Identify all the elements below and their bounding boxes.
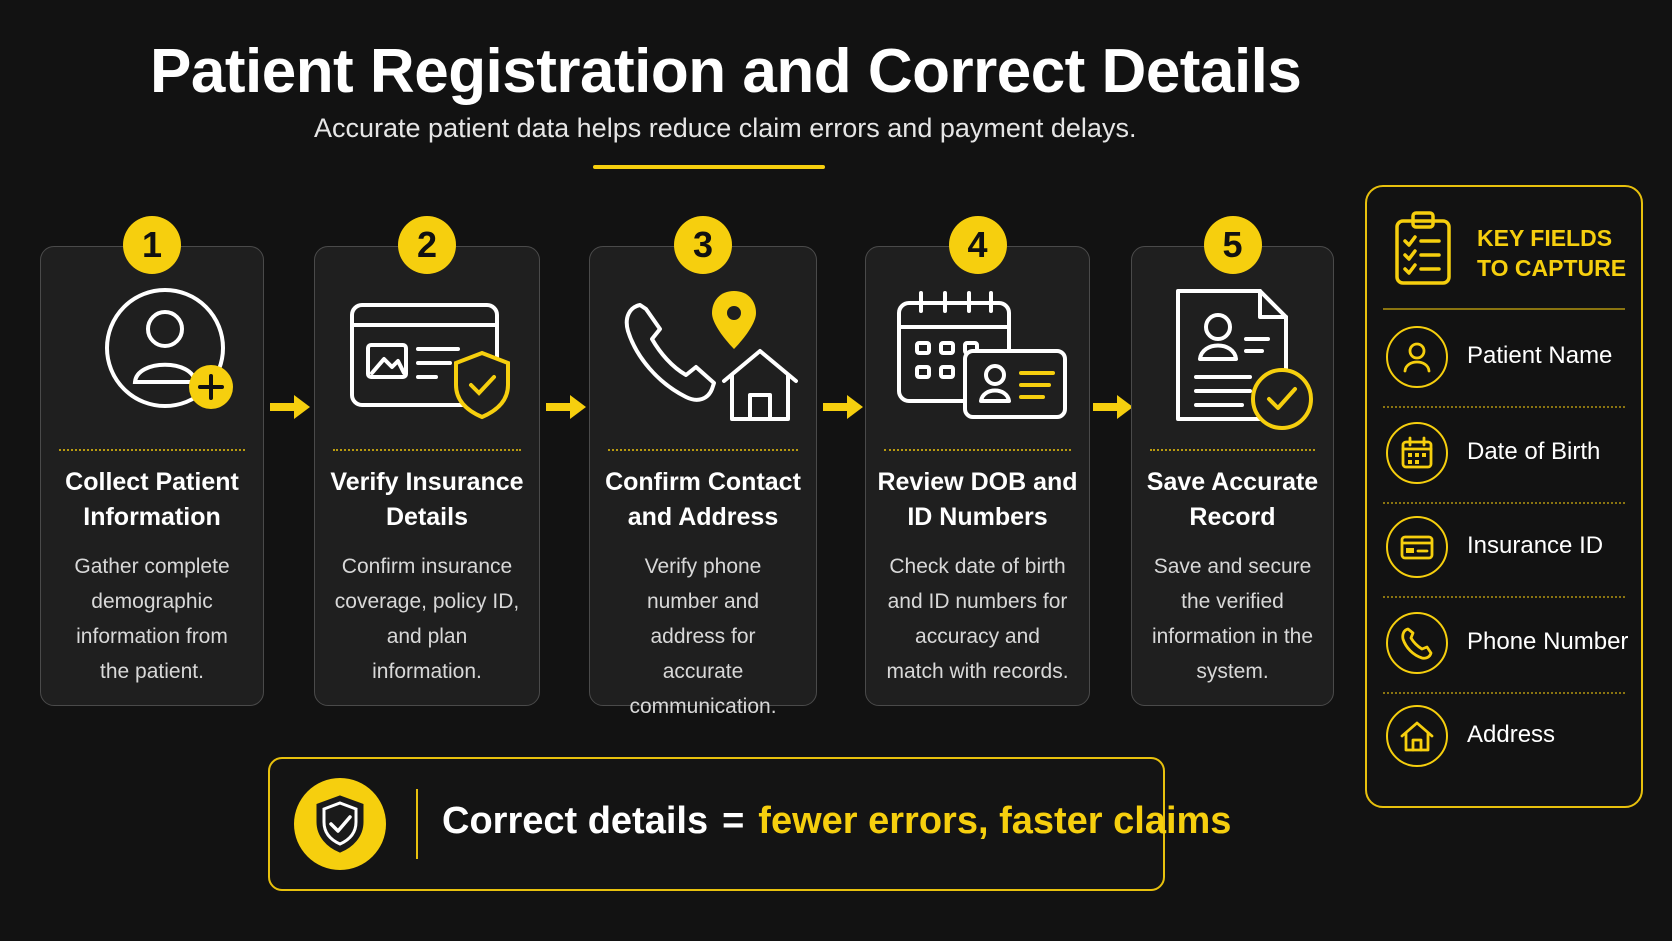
clipboard-checklist-icon [1395, 211, 1451, 285]
summary-banner: Correct details = fewer errors, faster cla… [268, 757, 1231, 891]
step-card-review-dob-and-id-numbers: 4 Review DOB and ID Numbers Check date o… [865, 216, 1090, 706]
arrow-right-icon [823, 395, 863, 419]
user-icon [1386, 326, 1448, 388]
key-field-label: Insurance ID [1467, 532, 1604, 559]
calendar-icon [1386, 422, 1448, 484]
step-card-collect-patient-information: 1 Collect Patient Information Gather com… [40, 216, 264, 706]
page-subtitle: Accurate patient data helps reduce claim… [314, 113, 1137, 143]
step-divider [884, 449, 1071, 451]
arrow-right-icon [546, 395, 586, 419]
arrow-right-icon [270, 395, 310, 419]
key-fields-title: KEY FIELDS TO CAPTURE [1477, 225, 1627, 281]
step-number-badge: 4 [948, 216, 1007, 274]
calendar-id-card-icon [896, 291, 1067, 419]
banner-message: Correct details = fewer errors, faster cla… [442, 800, 1231, 843]
step-title: Confirm Contact and Address [605, 468, 801, 531]
key-field-label: Address [1467, 721, 1556, 748]
key-field-label: Patient Name [1467, 342, 1613, 369]
home-icon [1386, 705, 1448, 767]
phone-address-icon [624, 291, 798, 421]
banner-divider [416, 789, 418, 859]
step-description: Verify phone number and address for accu… [629, 555, 777, 718]
key-field-label: Phone Number [1467, 628, 1629, 655]
step-divider [59, 449, 245, 451]
key-fields-panel: KEY FIELDS TO CAPTURE Patient Name Date … [1365, 185, 1643, 808]
step-number-badge: 3 [674, 216, 732, 274]
step-card-save-accurate-record: 5 Save Accurate Record Save and secure t… [1131, 216, 1334, 706]
key-field-separator [1383, 406, 1625, 408]
step-number-badge: 2 [398, 216, 456, 274]
key-fields-divider [1383, 308, 1625, 310]
key-field-item: Phone Number [1383, 602, 1629, 694]
step-title: Save Accurate Record [1146, 468, 1319, 531]
card-icon [1386, 516, 1448, 578]
step-title: Verify Insurance Details [330, 468, 524, 531]
key-field-item: Address [1383, 695, 1625, 787]
banner-right-text: fewer errors, faster claims [758, 800, 1232, 842]
step-description: Confirm insurance coverage, policy ID, a… [334, 555, 520, 683]
step-card-confirm-contact-and-address: 3 Confirm Contact and Address Verify pho… [589, 216, 817, 718]
key-field-separator [1383, 692, 1625, 694]
step-divider [1150, 449, 1315, 451]
insurance-card-shield-icon [350, 303, 510, 420]
step-number-badge: 5 [1203, 216, 1262, 274]
key-field-label: Date of Birth [1467, 438, 1601, 465]
shield-check-icon [294, 778, 386, 870]
step-title: Collect Patient Information [65, 468, 239, 531]
banner-equals: = [722, 800, 745, 842]
key-field-separator [1383, 596, 1625, 598]
key-field-item: Patient Name [1383, 316, 1625, 408]
step-card-verify-insurance-details: 2 Verify Insurance Details Confirm insur… [314, 216, 540, 706]
step-title: Review DOB and ID Numbers [877, 468, 1078, 531]
user-add-icon [105, 288, 233, 409]
key-field-item: Date of Birth [1383, 412, 1625, 504]
step-divider [333, 449, 521, 451]
page-title: Patient Registration and Correct Details [150, 37, 1302, 106]
step-description: Check date of birth and ID numbers for a… [886, 555, 1069, 683]
step-description: Gather complete demographic information … [74, 555, 230, 683]
step-number-badge: 1 [123, 216, 181, 274]
phone-icon [1386, 612, 1448, 674]
banner-left-text: Correct details [442, 800, 709, 842]
arrow-right-icon [1093, 395, 1133, 419]
step-description: Save and secure the verified information… [1151, 555, 1314, 683]
title-underline [593, 165, 825, 169]
key-field-item: Insurance ID [1383, 506, 1625, 598]
step-divider [608, 449, 798, 451]
key-field-separator [1383, 502, 1625, 504]
document-check-icon [1175, 289, 1313, 430]
